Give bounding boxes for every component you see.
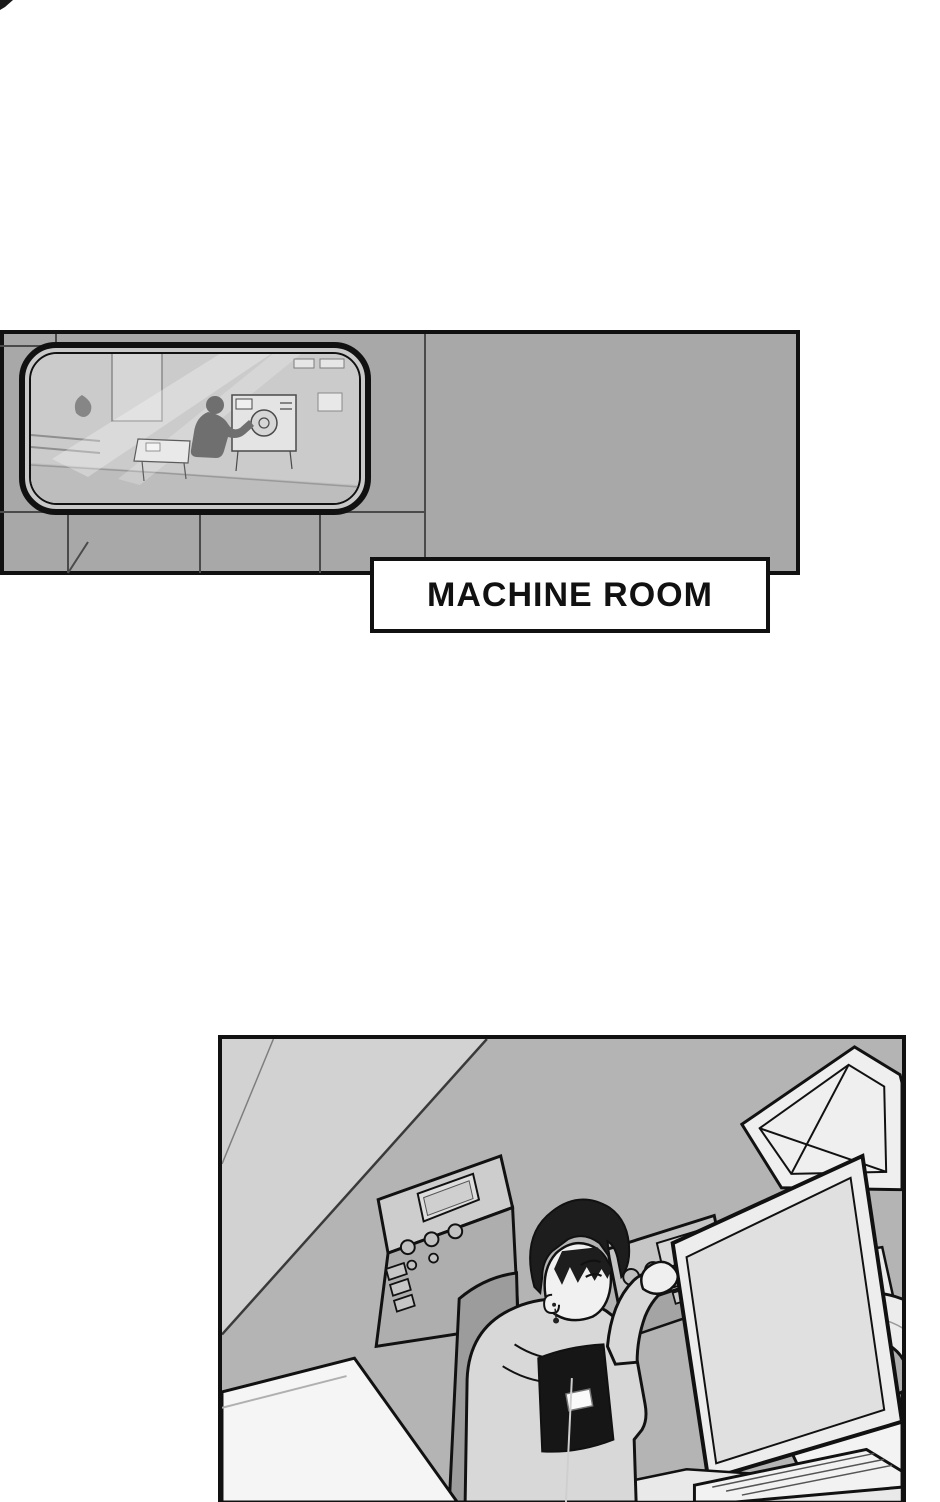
floor-line bbox=[31, 464, 359, 488]
monitor-screen bbox=[685, 1176, 886, 1465]
room-machine bbox=[231, 394, 297, 472]
knob bbox=[406, 1259, 418, 1271]
knob bbox=[423, 1231, 440, 1248]
interior-scene bbox=[222, 1039, 902, 1502]
knob bbox=[399, 1239, 416, 1256]
ceiling-light bbox=[319, 358, 345, 369]
page-corner-mark bbox=[0, 0, 13, 10]
button bbox=[384, 1261, 408, 1282]
eyebrow bbox=[580, 1259, 601, 1266]
wall-poster bbox=[317, 392, 343, 412]
knob bbox=[428, 1252, 439, 1264]
caption-text: MACHINE ROOM bbox=[427, 575, 713, 614]
wall-corner bbox=[222, 1039, 488, 1336]
eye bbox=[585, 1273, 603, 1278]
button bbox=[392, 1293, 416, 1313]
foreground-counter bbox=[222, 1356, 460, 1502]
panel-machine-room-exterior: ARCA bbox=[0, 330, 800, 575]
panel-machine-room-interior bbox=[218, 1035, 906, 1502]
window-inner-frame bbox=[29, 352, 361, 505]
observation-window bbox=[19, 342, 371, 515]
zipper-line bbox=[564, 1378, 573, 1502]
keyboard bbox=[692, 1447, 902, 1502]
window-scene bbox=[31, 354, 359, 503]
knob bbox=[447, 1223, 464, 1240]
monitor bbox=[670, 1153, 902, 1482]
room-floor bbox=[31, 463, 359, 503]
corner-mark-shape bbox=[0, 0, 13, 10]
character bbox=[463, 1198, 680, 1502]
button bbox=[388, 1277, 412, 1297]
exterior-scene: ARCA bbox=[0, 330, 800, 575]
ceiling-light bbox=[293, 358, 315, 369]
earring bbox=[552, 1302, 560, 1324]
wall-panel bbox=[111, 354, 163, 422]
shirt-patch bbox=[565, 1388, 594, 1412]
silhouette-figure bbox=[190, 396, 254, 458]
light-beam bbox=[52, 354, 284, 477]
wall-stain bbox=[74, 395, 92, 417]
desk bbox=[133, 438, 191, 482]
machine-room-caption: MACHINE ROOM bbox=[370, 557, 770, 633]
railing-lines bbox=[31, 434, 101, 454]
hand bbox=[640, 1260, 680, 1296]
hair bbox=[529, 1198, 631, 1295]
ear bbox=[543, 1293, 561, 1314]
